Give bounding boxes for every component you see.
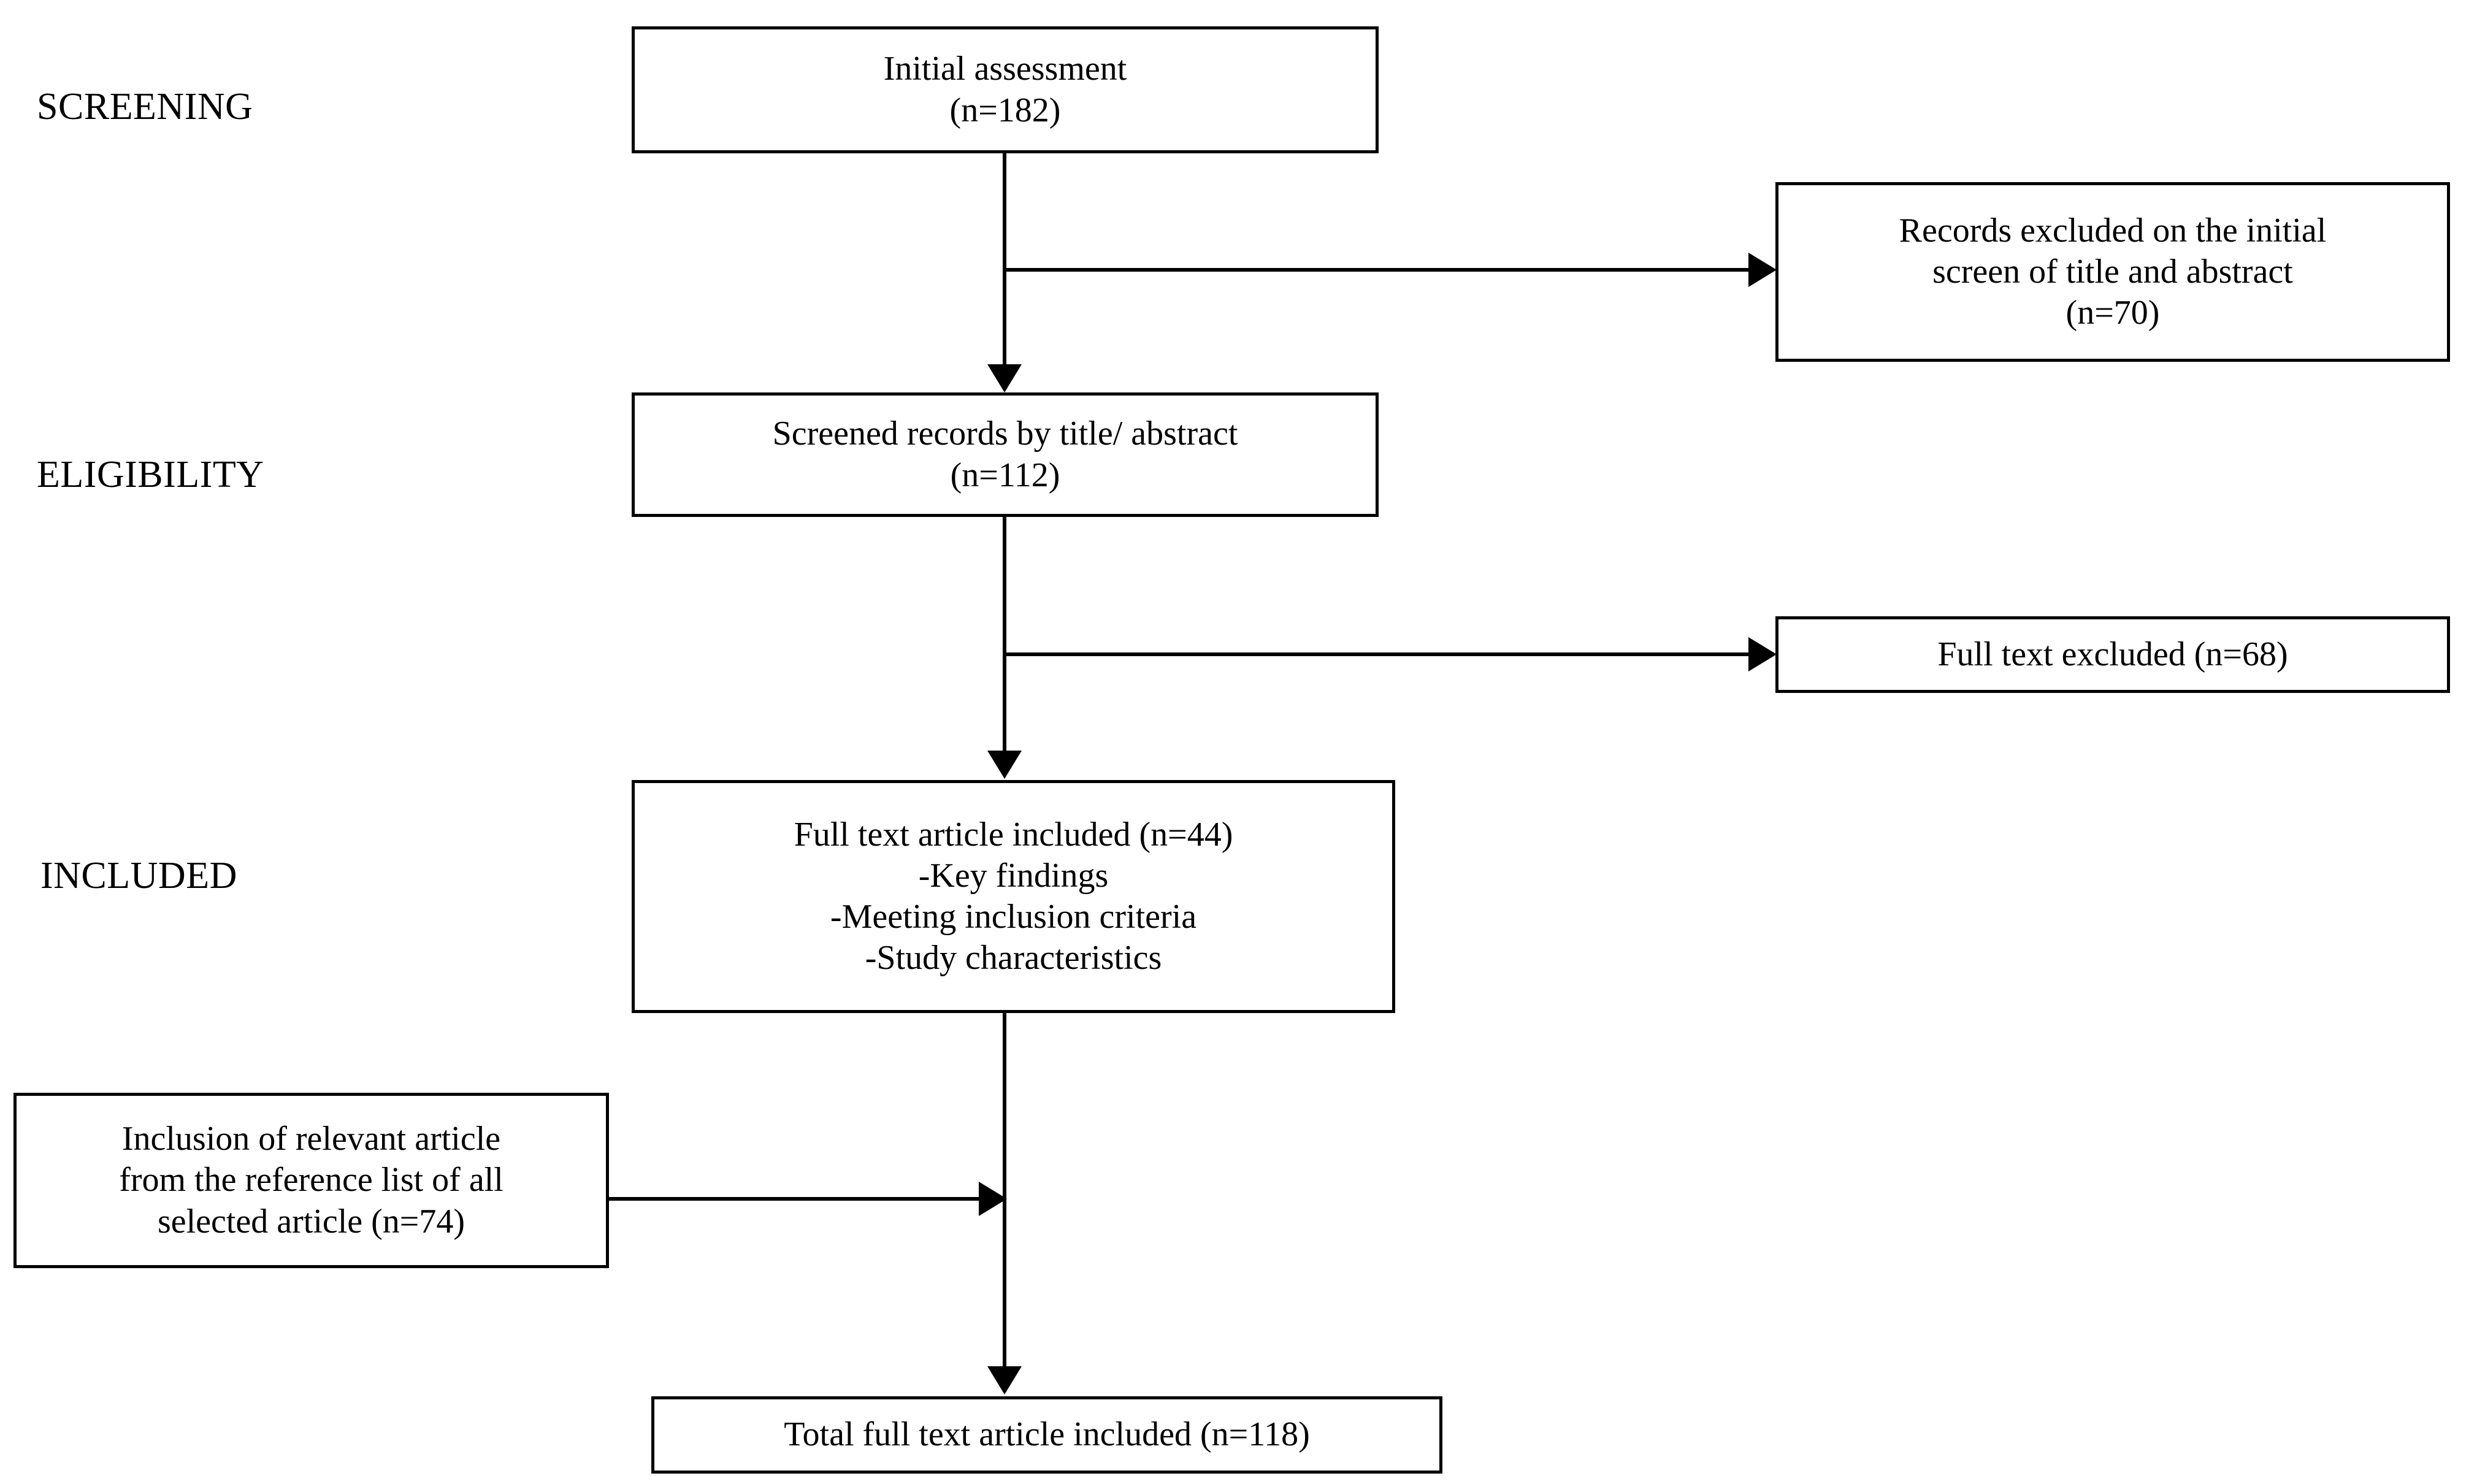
node-initial-assessment-line-1: Initial assessment	[883, 50, 1127, 88]
node-inclusion-from-references: Inclusion of relevant article from the r…	[13, 1093, 609, 1268]
arrowhead-to-records-excluded	[1748, 253, 1777, 287]
arrowhead-to-full-text-excluded	[1748, 637, 1777, 671]
node-records-excluded-initial-line-3: (n=70)	[2065, 294, 2160, 332]
node-inclusion-from-references-line-2: from the reference list of all	[119, 1161, 503, 1199]
node-full-text-included-line-3: -Meeting inclusion criteria	[830, 898, 1197, 936]
stage-label-screening: SCREENING	[37, 86, 253, 128]
node-full-text-included-line-2: -Key findings	[918, 856, 1109, 895]
connector-initial-to-screened-vertical	[1003, 153, 1006, 367]
connector-to-full-text-excluded-horizontal	[1005, 652, 1750, 656]
connector-to-records-excluded-horizontal	[1005, 268, 1750, 272]
node-total-included-line-1: Total full text article included (n=118)	[784, 1415, 1310, 1454]
node-inclusion-from-references-line-1: Inclusion of relevant article	[121, 1120, 501, 1158]
node-initial-assessment-line-2: (n=182)	[949, 91, 1061, 129]
stage-label-included: INCLUDED	[40, 855, 237, 897]
node-total-included: Total full text article included (n=118)	[651, 1396, 1442, 1474]
node-initial-assessment: Initial assessment (n=182)	[632, 26, 1379, 153]
arrowhead-references-to-trunk	[979, 1182, 1007, 1216]
connector-screened-to-fulltext-vertical	[1003, 517, 1006, 754]
node-inclusion-from-references-line-3: selected article (n=74)	[157, 1202, 465, 1241]
node-records-excluded-initial: Records excluded on the initial screen o…	[1775, 182, 2450, 362]
node-full-text-included-line-4: -Study characteristics	[865, 939, 1162, 977]
node-full-text-excluded-line-1: Full text excluded (n=68)	[1937, 635, 2288, 673]
arrowhead-screened-to-fulltext	[987, 751, 1022, 779]
node-screened-records-line-1: Screened records by title/ abstract	[772, 415, 1238, 453]
node-full-text-excluded: Full text excluded (n=68)	[1775, 616, 2450, 693]
node-records-excluded-initial-line-1: Records excluded on the initial	[1899, 211, 2327, 250]
arrowhead-fulltext-to-total	[987, 1366, 1022, 1394]
node-screened-records: Screened records by title/ abstract (n=1…	[632, 392, 1379, 517]
stage-label-eligibility: ELIGIBILITY	[37, 454, 264, 495]
connector-references-to-trunk-horizontal	[609, 1197, 980, 1201]
arrowhead-initial-to-screened	[987, 364, 1022, 392]
node-records-excluded-initial-line-2: screen of title and abstract	[1932, 252, 2293, 291]
node-full-text-included-line-1: Full text article included (n=44)	[794, 815, 1233, 854]
node-full-text-included: Full text article included (n=44) -Key f…	[632, 780, 1395, 1013]
node-screened-records-line-2: (n=112)	[950, 456, 1060, 494]
